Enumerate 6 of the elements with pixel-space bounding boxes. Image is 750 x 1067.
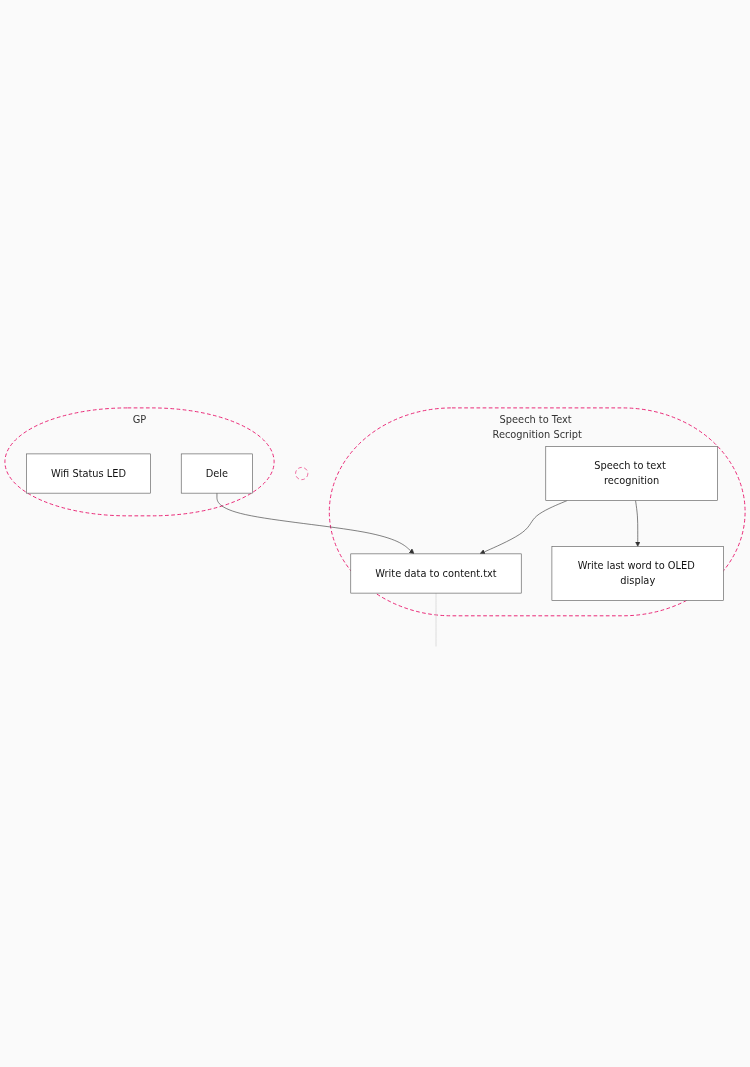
node-box: Dele	[180, 453, 253, 494]
node-circle	[295, 467, 309, 481]
node-box: Speech to text recognition	[545, 446, 718, 501]
node-box: Write last word to OLED display	[551, 546, 724, 601]
node-box: Write data to content.txt	[350, 553, 522, 594]
node-box: Wifi Status LED	[26, 453, 151, 494]
